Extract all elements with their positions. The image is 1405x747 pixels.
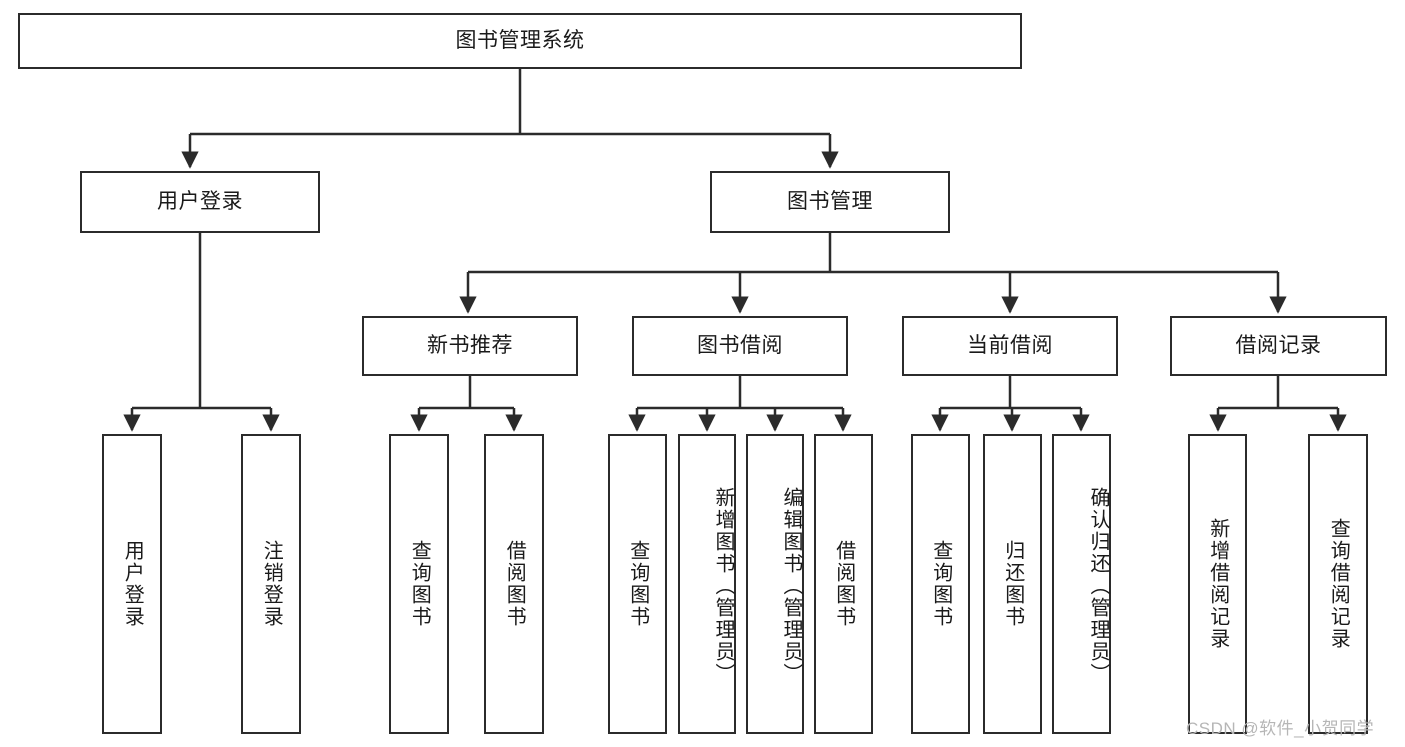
node-leaf-return-book[interactable]: 归还图书 — [983, 434, 1042, 734]
node-book-manage[interactable]: 图书管理 — [710, 171, 950, 233]
node-leaf-add-book-label: 新增图书（管理员） — [712, 487, 734, 685]
node-leaf-confirm-return[interactable]: 确认归还（管理员） — [1052, 434, 1111, 734]
node-leaf-user-login[interactable]: 用户登录 — [102, 434, 162, 734]
node-leaf-borrow-book-1[interactable]: 借阅图书 — [484, 434, 544, 734]
node-leaf-add-borrow-record[interactable]: 新增借阅记录 — [1188, 434, 1247, 734]
node-book-manage-label: 图书管理 — [787, 190, 873, 214]
node-leaf-user-logout[interactable]: 注销登录 — [241, 434, 301, 734]
node-leaf-return-book-label: 归还图书 — [1001, 540, 1024, 628]
node-borrow-record-label: 借阅记录 — [1235, 334, 1322, 358]
node-leaf-add-book[interactable]: 新增图书（管理员） — [678, 434, 736, 734]
node-leaf-borrow-book-1-label: 借阅图书 — [503, 540, 526, 628]
node-leaf-edit-book-label: 编辑图书（管理员） — [780, 487, 802, 685]
node-leaf-confirm-return-label: 确认归还（管理员） — [1087, 487, 1109, 685]
node-root-label: 图书管理系统 — [455, 29, 585, 53]
node-root[interactable]: 图书管理系统 — [18, 13, 1022, 69]
node-leaf-query-book-1[interactable]: 查询图书 — [389, 434, 449, 734]
node-leaf-query-book-2[interactable]: 查询图书 — [608, 434, 667, 734]
node-leaf-query-borrow-record-label: 查询借阅记录 — [1327, 518, 1350, 650]
node-borrow-record[interactable]: 借阅记录 — [1170, 316, 1387, 376]
node-book-borrow-label: 图书借阅 — [697, 334, 783, 358]
node-leaf-query-book-2-label: 查询图书 — [626, 540, 649, 628]
node-leaf-query-book-1-label: 查询图书 — [408, 540, 431, 628]
node-leaf-query-book-3-label: 查询图书 — [929, 540, 952, 628]
node-new-book-recommend-label: 新书推荐 — [427, 334, 513, 358]
node-leaf-edit-book[interactable]: 编辑图书（管理员） — [746, 434, 804, 734]
node-current-borrow-label: 当前借阅 — [967, 334, 1053, 358]
node-leaf-user-logout-label: 注销登录 — [260, 540, 283, 628]
node-leaf-query-borrow-record[interactable]: 查询借阅记录 — [1308, 434, 1368, 734]
node-leaf-borrow-book-2[interactable]: 借阅图书 — [814, 434, 873, 734]
node-book-borrow[interactable]: 图书借阅 — [632, 316, 848, 376]
node-leaf-add-borrow-record-label: 新增借阅记录 — [1206, 518, 1229, 650]
node-leaf-borrow-book-2-label: 借阅图书 — [832, 540, 855, 628]
node-user-login[interactable]: 用户登录 — [80, 171, 320, 233]
watermark-text: CSDN @软件_小贺同学 — [1186, 719, 1375, 738]
node-current-borrow[interactable]: 当前借阅 — [902, 316, 1118, 376]
node-leaf-user-login-label: 用户登录 — [121, 540, 144, 628]
node-new-book-recommend[interactable]: 新书推荐 — [362, 316, 578, 376]
node-user-login-label: 用户登录 — [157, 190, 243, 214]
node-leaf-query-book-3[interactable]: 查询图书 — [911, 434, 970, 734]
